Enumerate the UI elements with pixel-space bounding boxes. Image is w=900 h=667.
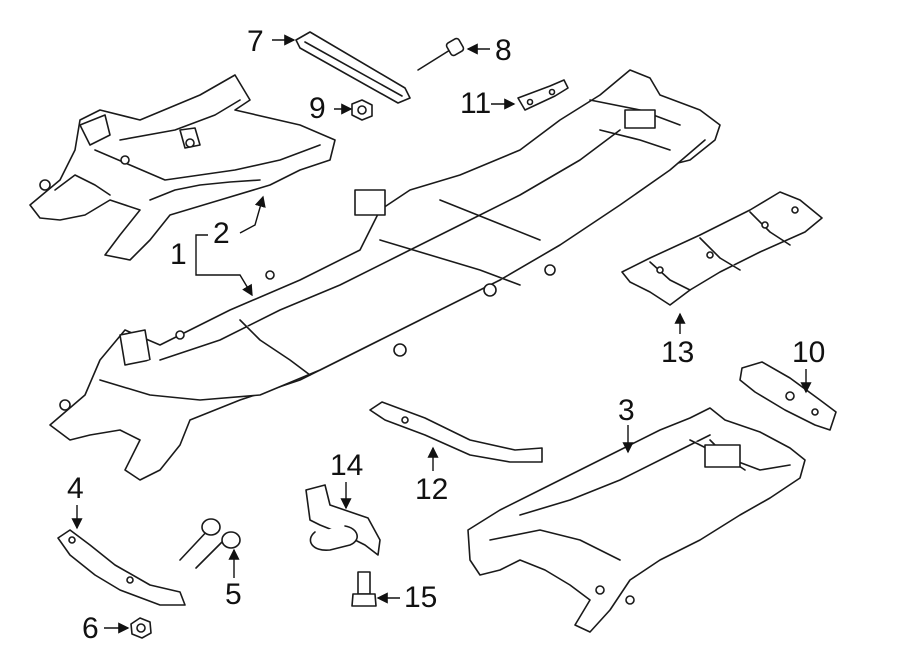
nut-6 xyxy=(130,617,152,639)
tow-hook-bracket xyxy=(305,484,381,556)
brace-12 xyxy=(369,401,543,463)
callout-5: 5 xyxy=(225,578,242,611)
callout-15: 15 xyxy=(404,581,438,614)
callout-11: 11 xyxy=(460,87,492,120)
callout-14: 14 xyxy=(330,449,364,482)
bolts-5 xyxy=(179,518,241,569)
bracket-11 xyxy=(517,79,569,111)
callout-3: 3 xyxy=(618,394,635,427)
front-frame-section xyxy=(29,74,336,261)
callout-13: 13 xyxy=(661,336,695,369)
callout-6: 6 xyxy=(82,612,99,645)
callout-12: 12 xyxy=(415,473,449,506)
callout-9: 9 xyxy=(309,92,326,125)
bracket-4 xyxy=(57,529,186,606)
crossmember-bar xyxy=(295,31,411,104)
callout-7: 7 xyxy=(247,25,264,58)
callout-1: 1 xyxy=(170,238,187,271)
bracket-10 xyxy=(739,361,837,431)
bolt-8 xyxy=(417,37,465,71)
callout-2: 2 xyxy=(213,217,230,250)
nut-9 xyxy=(351,99,373,121)
bolt-15 xyxy=(351,571,377,607)
skid-plate xyxy=(621,191,823,306)
leader-lines xyxy=(71,34,812,634)
main-frame xyxy=(49,69,721,481)
callout-4: 4 xyxy=(67,472,84,505)
callout-8: 8 xyxy=(495,34,512,67)
rear-frame-section xyxy=(467,407,806,633)
callout-10: 10 xyxy=(792,336,826,369)
